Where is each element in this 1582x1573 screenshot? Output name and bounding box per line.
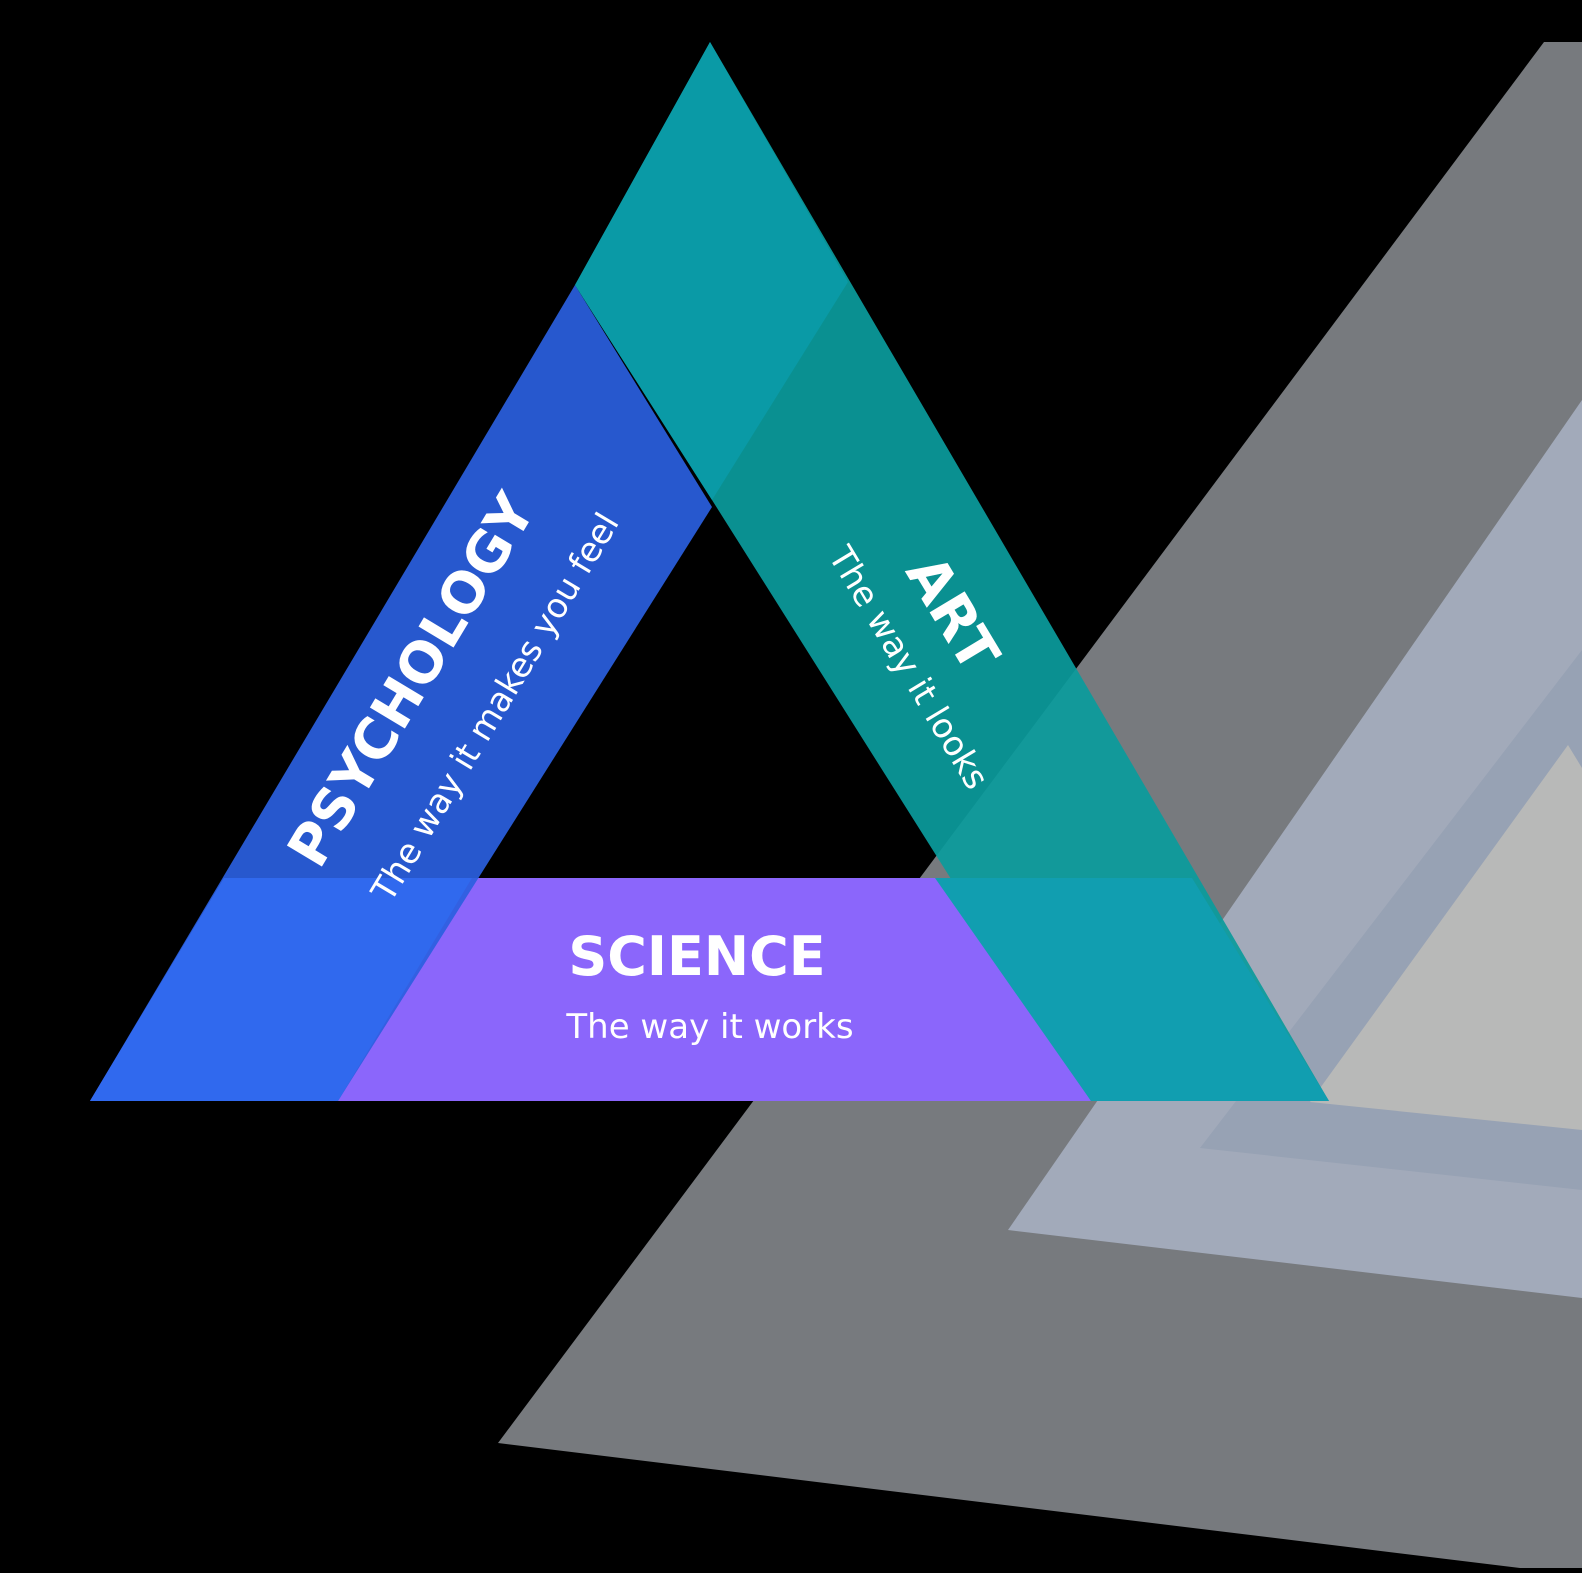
science-label-group: SCIENCE The way it works [565, 925, 853, 1047]
science-title: SCIENCE [568, 925, 825, 988]
science-subtitle: The way it works [565, 1007, 853, 1047]
art-psychology-overlap [575, 42, 848, 500]
inner-light-gray-triangle [1310, 745, 1582, 1130]
art-science-overlap [935, 878, 1329, 1101]
main-triangle [90, 42, 1329, 1101]
psychology-science-overlap [90, 878, 472, 1101]
